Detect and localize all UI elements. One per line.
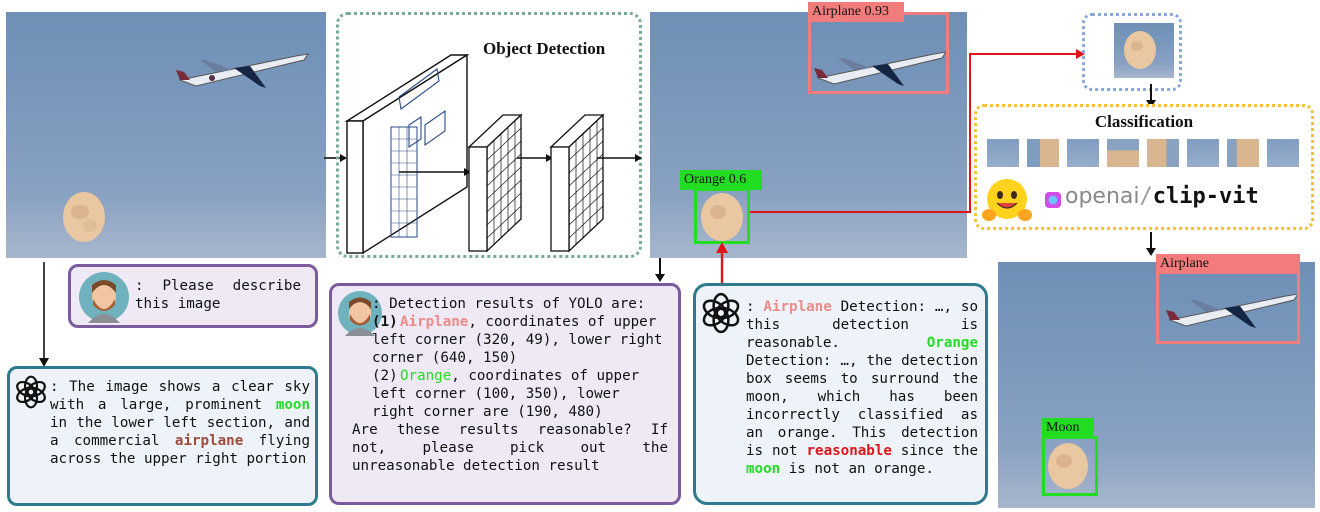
final-output-scene [1048, 293, 1300, 489]
answer-2-airplane: Airplane [763, 299, 832, 315]
moon-graphic [701, 193, 743, 241]
answer-2-part-1: Detection: …, so this detection is reaso… [746, 299, 978, 351]
query-2-item-1: (1)Airplane, coordinates of upper left c… [372, 313, 668, 367]
classification-title: Classification [1094, 112, 1194, 131]
user-query-1: : Please describe this image [68, 264, 318, 328]
airplane-final-label: Airplane [1156, 254, 1300, 274]
classification-block: Classification openai/clip-vit [974, 104, 1314, 230]
input-image [6, 12, 326, 258]
answer-2-part-2: Detection: …, the detection box seems to… [746, 353, 978, 459]
image-patch [1107, 139, 1139, 167]
answer-2-part-4: is not an orange. [780, 461, 934, 477]
image-patch [1067, 139, 1099, 167]
airplane-graphic [176, 53, 310, 88]
airplane-graphic [814, 51, 948, 86]
image-patch [1227, 139, 1259, 167]
gpt-answer-2-text: : Airplane Detection: …, so this detecti… [746, 298, 978, 478]
image-patches [987, 139, 1307, 169]
red-connector-arrows [750, 49, 1085, 213]
conv-block-3 [549, 113, 605, 253]
item-2-number: (2) [372, 368, 398, 384]
answer-2-reasonable: reasonable [806, 443, 892, 459]
item-1-number: (1) [372, 314, 398, 330]
model-org: openai [1065, 184, 1140, 209]
gpt-answer-1: : The image shows a clear sky with a lar… [7, 366, 318, 506]
orange-detection-label: Orange 0.6 [680, 170, 762, 190]
arrow-to-final [1146, 232, 1156, 256]
moon-final-box [1042, 436, 1098, 496]
openai-logo-icon [16, 375, 46, 409]
query-2-question: Are these results reasonable? If not, pl… [352, 422, 668, 474]
model-name: clip-vit [1152, 184, 1259, 209]
item-1-detail: , coordinates of upper left corner (320,… [372, 314, 663, 366]
moon-graphic [1048, 443, 1088, 489]
cube-logo-icon [1045, 192, 1061, 208]
moon-crop-frame [1082, 13, 1182, 91]
answer-2-orange: Orange [926, 335, 978, 351]
moon-crop-image [1114, 23, 1174, 78]
model-id: openai/clip-vit [1065, 184, 1259, 209]
moon-crop-scene [1124, 31, 1156, 69]
image-patch [987, 139, 1019, 167]
arrow-to-query [655, 258, 665, 282]
red-up-arrow [716, 242, 728, 288]
gpt-answer-1-text: : The image shows a clear sky with a lar… [50, 378, 310, 468]
answer-2-part-3: since the [891, 443, 979, 459]
answer-2-colon: : [746, 299, 764, 315]
arrow-to-gpt-answer [39, 262, 49, 367]
image-patch [1147, 139, 1179, 167]
image-patch [1267, 139, 1299, 167]
input-image-scene [63, 53, 310, 242]
answer-1-part-1: : The image shows a clear sky with a lar… [50, 379, 310, 413]
object-detection-title: Object Detection [483, 39, 606, 58]
moon-final-label: Moon [1042, 418, 1094, 438]
user-avatar-icon [79, 272, 129, 323]
item-2-label: Orange [400, 368, 452, 384]
query-2-intro: : Detection results of YOLO are: [372, 296, 646, 312]
answer-1-airplane: airplane [174, 433, 244, 449]
query-2-item-2: (2)Orange, coordinates of upper left cor… [372, 367, 668, 421]
image-patch [1187, 139, 1219, 167]
detection-output-image: Airplane 0.93 Orange 0.6 [650, 2, 967, 258]
conv-block-2 [467, 113, 523, 253]
object-detection-block: Object Detection [336, 12, 642, 258]
item-2-detail: , coordinates of upper left corner (100,… [372, 368, 640, 420]
detector-network-diagram [344, 53, 642, 255]
detection-output-scene [701, 51, 948, 241]
airplane-graphic [1166, 293, 1300, 328]
user-query-2: : Detection results of YOLO are: (1)Airp… [329, 283, 681, 505]
answer-1-part-2: in the lower left section, and a commerc… [50, 415, 310, 449]
answer-2-moon: moon [746, 461, 781, 477]
answer-1-part-3: flying across the upper right portion [50, 433, 310, 467]
user-query-1-text: : Please describe this image [135, 278, 301, 312]
user-avatar-icon [338, 291, 382, 336]
model-sep: / [1139, 184, 1153, 209]
image-patch [1027, 139, 1059, 167]
openai-logo-icon [702, 292, 740, 334]
moon-graphic [63, 192, 105, 242]
conv-block-1 [344, 53, 470, 255]
answer-1-moon: moon [275, 397, 310, 413]
gpt-answer-2: : Airplane Detection: …, so this detecti… [693, 283, 988, 505]
final-output-image: Airplane Moon [998, 254, 1315, 508]
item-1-label: Airplane [400, 314, 469, 330]
airplane-detection-label: Airplane 0.93 [808, 2, 904, 22]
hugging-face-icon [982, 179, 1032, 221]
